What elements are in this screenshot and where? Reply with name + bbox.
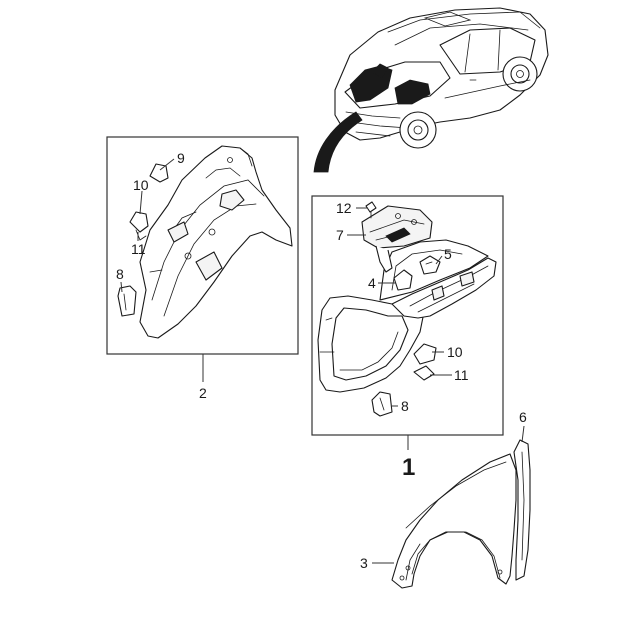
callout-2: 2: [199, 385, 207, 401]
callout-11-left: 11: [131, 241, 146, 257]
callout-6: 6: [519, 409, 527, 425]
callout-8-right: 8: [401, 398, 409, 414]
callout-3: 3: [360, 555, 368, 571]
callout-4: 4: [368, 275, 376, 291]
leader-lines: [120, 158, 525, 564]
callout-11-right: 11: [454, 367, 469, 383]
fender-group: [391, 439, 531, 589]
callout-12: 12: [336, 200, 352, 216]
callout-10-right: 10: [447, 344, 463, 360]
callout-5: 5: [444, 246, 452, 262]
callout-labels: 2 9 10 11 8 12 7 5 4 10 11 8 1 3 6: [116, 150, 527, 571]
vehicle-illustration: [313, 7, 549, 173]
main-assembly-box: [311, 195, 504, 436]
callout-1-main: 1: [402, 454, 415, 481]
callout-10-left: 10: [133, 177, 149, 193]
callout-8-left: 8: [116, 266, 124, 282]
callout-9: 9: [177, 150, 185, 166]
callout-7: 7: [336, 227, 344, 243]
left-assembly-box: [106, 136, 299, 355]
